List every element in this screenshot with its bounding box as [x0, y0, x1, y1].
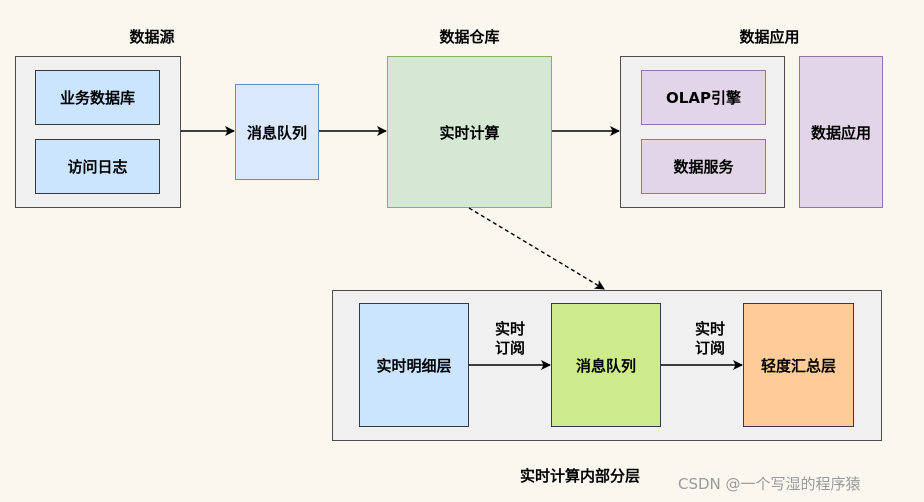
inner-message-queue-box: 消息队列 [551, 303, 661, 427]
olap-engine-box: OLAP引擎 [641, 70, 766, 125]
csdn-watermark: CSDN @一个写湿的程序猿 [678, 475, 861, 493]
subscribe-label-1-line-2: 订阅 [494, 339, 525, 357]
data-service-box: 数据服务 [641, 139, 766, 194]
realtime-compute-box: 实时计算 [387, 56, 552, 208]
subscribe-label-1-line-1: 实时 [494, 320, 525, 338]
heading-inner-layer: 实时计算内部分层 [519, 467, 640, 485]
subscribe-label-2-line-2: 订阅 [694, 339, 725, 357]
business-db-box: 业务数据库 [35, 70, 160, 125]
subscribe-label-1: 实时 订阅 [485, 320, 535, 358]
heading-data-application: 数据应用 [739, 28, 800, 46]
data-app-box: 数据应用 [799, 56, 883, 208]
subscribe-label-2-line-1: 实时 [694, 320, 725, 338]
summary-layer-box: 轻度汇总层 [743, 303, 854, 427]
detail-layer-box: 实时明细层 [359, 303, 469, 427]
message-queue-box: 消息队列 [235, 84, 319, 180]
arrow-compute-to-inner-dashed [468, 207, 605, 290]
heading-data-source: 数据源 [129, 28, 175, 46]
heading-data-warehouse: 数据仓库 [439, 28, 500, 46]
access-log-box: 访问日志 [35, 139, 160, 194]
subscribe-label-2: 实时 订阅 [685, 320, 735, 358]
